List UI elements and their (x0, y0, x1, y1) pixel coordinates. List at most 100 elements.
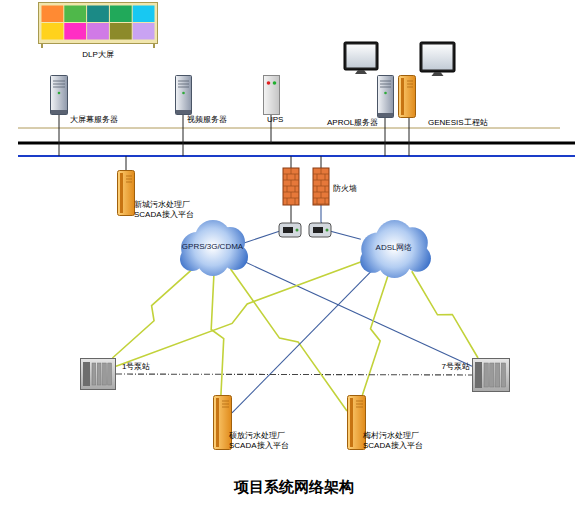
screen-tile (87, 6, 109, 23)
power-led (58, 92, 61, 95)
rack-module (484, 363, 488, 387)
drop-wire (321, 156, 322, 168)
device-label: 硕放污水处理厂 SCADA接入平台 (229, 431, 293, 451)
genesis-icon (398, 40, 456, 118)
cloud-node: GPRS/3G/CDMA (175, 218, 250, 276)
brick-lines (283, 168, 299, 205)
scada-node: 梅村污水处理厂 SCADA接入平台 (347, 395, 366, 450)
workstation-icon (343, 40, 395, 118)
screen-tile (110, 6, 132, 23)
pump-icon (80, 358, 116, 390)
screen-tile (64, 23, 86, 40)
scada-node: 新城污水处理厂 SCADA接入平台 (117, 170, 135, 216)
screen-icon (38, 2, 158, 48)
tower-icon (175, 75, 192, 115)
ups-node: UPS (263, 75, 280, 115)
wireless-link (116, 261, 363, 366)
device-label: 梅村污水处理厂 SCADA接入平台 (363, 431, 427, 451)
tower-body (378, 76, 394, 118)
pump-icon (472, 358, 510, 392)
monitor-screen (347, 45, 376, 68)
rack-module (108, 363, 112, 385)
rack-panel (83, 362, 90, 386)
drop-wire (59, 115, 60, 156)
screen-tile (133, 23, 155, 40)
device-label: GENESIS工程站 (428, 118, 498, 128)
firewall-symbol (283, 168, 299, 205)
cabinet-stripe (350, 398, 353, 447)
screen-tile (42, 23, 64, 40)
scada-node: 硕放污水处理厂 SCADA接入平台 (213, 395, 232, 450)
ups-led (267, 81, 271, 85)
device-label: 新城污水处理厂 SCADA接入平台 (134, 200, 198, 220)
router-led (326, 229, 329, 232)
device-label: 防火墙 (333, 184, 373, 194)
router-body (309, 223, 331, 237)
router-symbol (309, 223, 331, 237)
tower-body (51, 76, 68, 115)
screen-tile (42, 6, 64, 23)
tower-base (176, 110, 191, 114)
ups-body (264, 76, 280, 115)
tower-base (51, 110, 67, 114)
cabinet-vents (126, 176, 132, 182)
wireless-link (112, 268, 193, 358)
scada-cabinet (399, 76, 416, 118)
scada-cabinet (348, 396, 366, 450)
monitor-stand (432, 72, 444, 76)
figure-caption: 项目系统网络架构 (0, 478, 587, 497)
monitor-symbol (344, 42, 378, 74)
monitor-bezel (344, 42, 378, 70)
drop-wire (126, 156, 127, 170)
cabinet-vents (407, 81, 413, 87)
firewall-icon (313, 168, 329, 205)
drop-wire (385, 118, 386, 156)
wireless-link (231, 269, 347, 411)
drop-wire (183, 115, 184, 156)
monitor-screen (423, 45, 453, 70)
cabinet-vents (356, 401, 363, 407)
pump-node: 7号泵站 (472, 358, 510, 392)
device-label: DLP大屏 (38, 50, 158, 60)
cabinet-stripe (120, 173, 123, 213)
power-led (182, 92, 185, 95)
power-led (384, 92, 387, 95)
wireless-link (211, 273, 224, 395)
cabinet-stripe (216, 398, 219, 447)
drive-slots (178, 81, 189, 87)
firewall-body (313, 168, 329, 205)
drop-wire (409, 118, 410, 156)
tower-node: 大屏幕服务器 (50, 75, 68, 115)
monitor-bezel (420, 42, 455, 72)
ups-led (273, 81, 277, 85)
screen-frame (39, 3, 158, 44)
workstation-node: APROL服务器 (343, 40, 395, 118)
tower-base (378, 113, 393, 117)
dashed-link (116, 373, 472, 375)
firewall-body (283, 168, 299, 205)
scada-icon (117, 170, 135, 216)
cabinet-body (348, 396, 366, 450)
rack-module (97, 363, 101, 385)
device-label: 7号泵站 (420, 362, 470, 372)
bus-line (18, 128, 560, 129)
monitor-stand (355, 70, 367, 74)
rack-module (496, 363, 500, 387)
device-label: UPS (267, 115, 297, 125)
scada-cabinet (214, 396, 232, 450)
drive-slots (380, 81, 391, 87)
server-tower (378, 76, 394, 118)
link-line (232, 270, 373, 413)
rack-module (490, 363, 494, 387)
cloud-node: ADSL网络 (355, 218, 433, 278)
bus-line (18, 142, 575, 145)
screen-node: DLP大屏 (38, 2, 158, 48)
router-face (313, 227, 323, 233)
router-led (296, 229, 299, 232)
device-label: 大屏幕服务器 (70, 115, 130, 125)
